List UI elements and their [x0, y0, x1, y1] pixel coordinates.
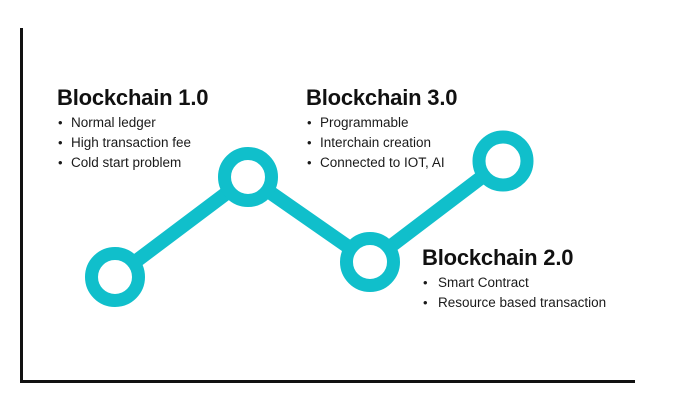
- annotation-bullets-blockchain-2: • Smart Contract • Resource based transa…: [422, 273, 606, 313]
- list-item: • Smart Contract: [422, 273, 606, 293]
- list-item-label: Normal ledger: [71, 115, 156, 131]
- list-item-label: Programmable: [320, 115, 409, 131]
- list-item: • High transaction fee: [57, 133, 208, 153]
- chart-polyline: [108, 154, 510, 284]
- annotation-title-blockchain-3: Blockchain 3.0: [306, 85, 458, 110]
- list-item-label: Connected to IOT, AI: [320, 155, 445, 171]
- annotation-bullets-blockchain-1: • Normal ledger • High transaction fee •…: [57, 113, 208, 173]
- chart-node-1[interactable]: [85, 247, 145, 307]
- list-item: • Connected to IOT, AI: [306, 153, 457, 173]
- list-item: • Normal ledger: [57, 113, 208, 133]
- list-item-label: Resource based transaction: [438, 295, 607, 311]
- chart-node-3[interactable]: [340, 232, 400, 292]
- bullet-icon: •: [307, 115, 312, 131]
- annotation-blockchain-3: Blockchain 3.0 • Programmable • Intercha…: [306, 86, 457, 173]
- list-item-label: High transaction fee: [71, 135, 192, 151]
- annotation-blockchain-1: Blockchain 1.0 • Normal ledger • High tr…: [57, 86, 208, 173]
- list-item: • Cold start problem: [57, 153, 208, 173]
- bullet-icon: •: [307, 135, 312, 151]
- list-item: • Resource based transaction: [422, 293, 606, 313]
- bullet-icon: •: [58, 155, 63, 171]
- bullet-icon: •: [423, 295, 428, 311]
- chart-node-2[interactable]: [218, 147, 278, 207]
- bullet-icon: •: [307, 155, 312, 171]
- list-item-label: Cold start problem: [71, 155, 182, 171]
- list-item: • Programmable: [306, 113, 457, 133]
- bullet-icon: •: [58, 135, 63, 151]
- chart-node-4[interactable]: [472, 130, 534, 192]
- bullet-icon: •: [58, 115, 63, 131]
- bullet-icon: •: [423, 275, 428, 291]
- annotation-title-blockchain-2: Blockchain 2.0: [422, 245, 574, 270]
- annotation-blockchain-2: Blockchain 2.0 • Smart Contract • Resour…: [422, 246, 606, 313]
- chart-connector-lines: [108, 154, 510, 284]
- annotation-title-blockchain-1: Blockchain 1.0: [57, 85, 209, 110]
- list-item-label: Interchain creation: [320, 135, 432, 151]
- list-item: • Interchain creation: [306, 133, 457, 153]
- list-item-label: Smart Contract: [438, 275, 529, 291]
- chart-markers: [85, 130, 534, 307]
- annotation-bullets-blockchain-3: • Programmable • Interchain creation • C…: [306, 113, 457, 173]
